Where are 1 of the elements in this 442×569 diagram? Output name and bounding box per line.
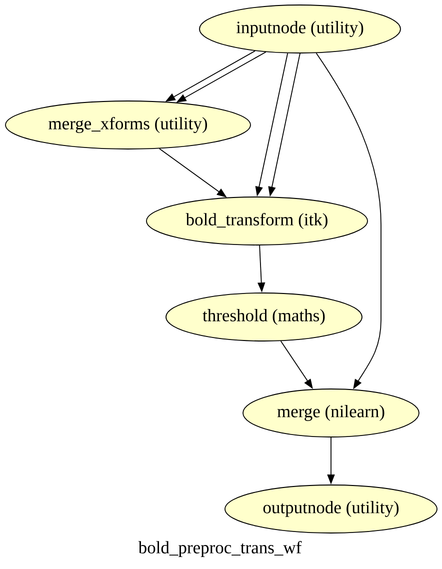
- caption: bold_preproc_trans_wf: [138, 540, 302, 557]
